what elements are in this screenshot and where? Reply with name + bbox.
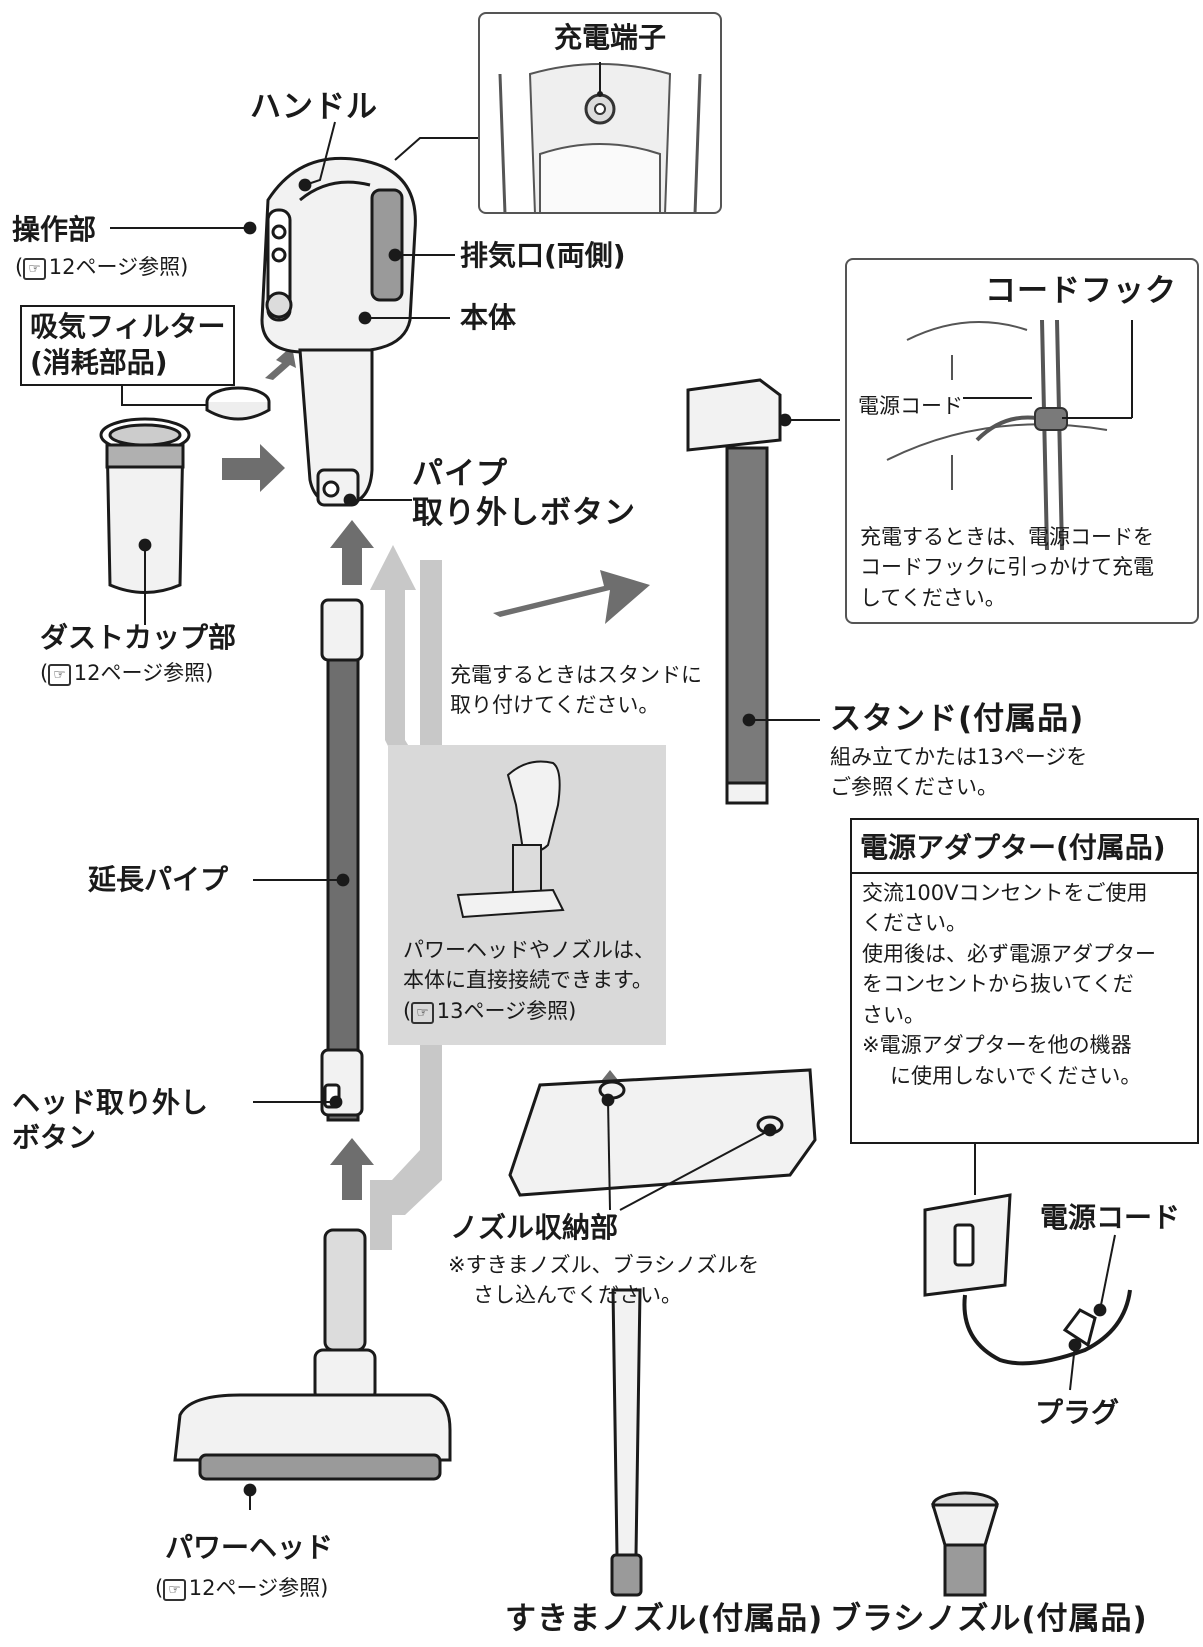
stand-note: 組み立てかたは13ページを ご参照ください。 [830, 745, 1088, 800]
reference-icon: ☞ [411, 1001, 434, 1024]
reference-icon: ☞ [23, 258, 46, 280]
direct-note-line2: 本体に直接接続できます。 [403, 968, 653, 993]
power-cord-label: 電源コード [1040, 1201, 1181, 1234]
body-label: 本体 [460, 301, 517, 334]
cord-hook-label: コードフック [985, 273, 1177, 309]
power-head-illustration [173, 1228, 452, 1481]
exhaust-label: 排気口(両側) [460, 239, 626, 272]
brush-nozzle-label: ブラシノズル(付属品) [830, 1601, 1148, 1637]
arrow-up-to-body [330, 520, 374, 585]
reference-icon: ☞ [163, 1579, 186, 1601]
power-head-label: パワーヘッド [165, 1531, 334, 1564]
controls-ref: (☞12ページ参照) [15, 255, 189, 280]
arrow-to-stand [493, 570, 650, 624]
charge-terminal-inset [478, 12, 722, 214]
direct-connect-illustration [456, 760, 565, 919]
nozzle-storage-label: ノズル収納部 [450, 1211, 619, 1244]
adapter-title: 電源アダプター(付属品) [852, 820, 1197, 874]
brush-nozzle-illustration [930, 1491, 1000, 1597]
pipe-release-label: パイプ 取り外しボタン [412, 456, 636, 531]
arrow-dustcup-to-body [222, 444, 285, 492]
adapter-info-box: 電源アダプター(付属品) 交流100Vコンセントをご使用 ください。 使用後は、… [850, 818, 1199, 1144]
adapter-notes: 交流100Vコンセントをご使用 ください。 使用後は、必ず電源アダプター をコン… [862, 881, 1156, 1088]
charge-terminal-closeup [498, 62, 702, 212]
controls-label: 操作部 [12, 213, 97, 246]
leader-lines [110, 121, 1116, 1510]
power-cord-small-label: 電源コード [858, 393, 963, 420]
nozzle-storage-note: ※すきまノズル、ブラシノズルを さし込んでください。 [448, 1253, 760, 1308]
direct-connect-panel: パワーヘッドやノズルは、 本体に直接接続できます。 (☞13ページ参照) [388, 745, 666, 1045]
filter-label: 吸気フィルター (消耗部品) [20, 305, 236, 386]
crevice-nozzle-label: すきまノズル(付属品) [505, 1601, 824, 1637]
cord-hook-inset [845, 258, 1199, 624]
extension-pipe-illustration [320, 598, 364, 1122]
dust-cup-illustration [99, 417, 191, 594]
plug-label: プラグ [1035, 1396, 1120, 1429]
reference-icon: ☞ [48, 664, 71, 686]
direct-note-line1: パワーヘッドやノズルは、 [403, 938, 655, 962]
dust-cup-ref: (☞12ページ参照) [40, 661, 214, 686]
head-release-label: ヘッド取り外し ボタン [12, 1086, 209, 1154]
cord-hook-note: 充電するときは、電源コードを コードフックに引っかけて充電 してください。 [860, 525, 1154, 610]
power-adapter-illustration [923, 1193, 1132, 1366]
direct-note-ref: (☞13ページ参照) [403, 998, 577, 1024]
charge-note: 充電するときはスタンドに 取り付けてください。 [450, 663, 702, 718]
crevice-nozzle-illustration [610, 1288, 643, 1597]
power-head-ref: (☞12ページ参照) [155, 1576, 329, 1601]
arrow-up-to-pipe [330, 1138, 374, 1200]
stand-label: スタンド(付属品) [830, 701, 1085, 737]
handle-label: ハンドル [250, 89, 378, 125]
arrow-filter-to-body [265, 346, 296, 380]
stand-illustration [508, 378, 817, 1197]
vacuum-body-illustration [260, 156, 417, 507]
charge-terminal-label: 充電端子 [550, 20, 671, 55]
dust-cup-label: ダストカップ部 [40, 621, 237, 654]
cord-hook-closeup [886, 319, 1133, 551]
extension-pipe-label: 延長パイプ [88, 863, 229, 896]
filter-illustration [205, 386, 271, 421]
